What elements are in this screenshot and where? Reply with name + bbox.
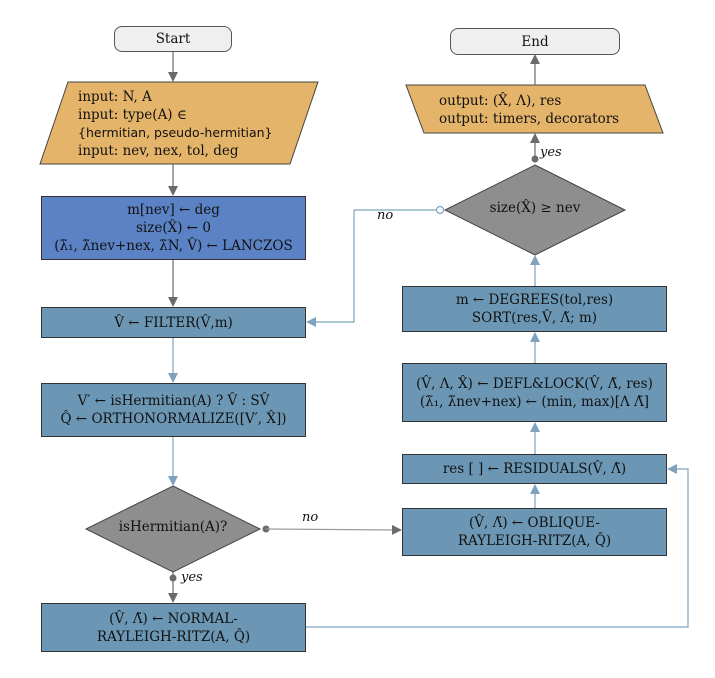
edge-decision-no [265,524,402,535]
init-line-3: (λ̃₁, λ̃nev+nex, λ̃N, V̂) ← LANCZOS [54,238,293,254]
normal-line-1: (V̂, Λ̃) ← NORMAL- [109,610,238,627]
defl-lock-node: (V̂, Λ, X̂) ← DEFL&LOCK(V̂, Λ̃, res) (λ̃… [402,363,667,422]
decision-size-label: size(X̂) ≥ nev [489,200,581,216]
normal-line-2: RAYLEIGH-RITZ(A, Q̂) [96,628,251,645]
edge-size-no [306,209,436,327]
ortho-line-2: Q̂ ← ORTHONORMALIZE([V′, X̂]) [60,411,287,427]
end-label: End [521,33,549,50]
degrees-sort-node: m ← DEGREES(tol,res) SORT(res,V̂, Λ̃; m) [402,286,667,332]
oblique-line-1: (V̂, Λ̃) ← OBLIQUE- [469,515,600,531]
oblique-line-2: RAYLEIGH-RITZ(A, Q̂) [457,533,612,549]
size-yes-label: yes [540,145,562,160]
end-node: End [450,28,620,55]
defl-line-1: (V̂, Λ, X̂) ← DEFL&LOCK(V̂, Λ̃, res) [416,375,653,392]
filter-node: V̂ ← FILTER(V̂,m) [41,307,306,338]
input-line-4: input: nev, nex, tol, deg [78,143,239,159]
degrees-line-1: m ← DEGREES(tol,res) [455,292,614,308]
oblique-rayleigh-ritz-node: (V̂, Λ̃) ← OBLIQUE- RAYLEIGH-RITZ(A, Q̂) [402,508,667,556]
init-line-1: m[nev] ← deg [127,202,220,218]
residuals-label: res [ ] ← RESIDUALS(V̂, Λ̃) [442,461,627,477]
input-node: input: N, A input: type(A) ∈ {hermitian,… [40,84,318,164]
input-shape [39,81,319,165]
start-node: Start [114,26,232,52]
degrees-line-2: SORT(res,V̂, Λ̃; m) [471,310,598,326]
hermitian-no-label: no [302,510,319,525]
normal-rayleigh-ritz-node: (V̂, Λ̃) ← NORMAL- RAYLEIGH-RITZ(A, Q̂) [41,603,306,652]
output-node: output: (X̂, Λ), res output: timers, dec… [424,87,654,133]
input-line-2: input: type(A) ∈ [78,107,187,123]
defl-line-2: (λ̃₁, λ̃nev+nex) ← (min, max)[Λ Λ̃] [419,393,650,410]
filter-label: V̂ ← FILTER(V̂,m) [114,314,233,331]
decision-hermitian-label: isHermitian(A)? [118,519,228,535]
edge-normal-residuals [306,464,689,628]
output-line-1: output: (X̂, Λ), res [439,93,562,109]
init-line-2: size(X̂) ← 0 [136,220,211,236]
ortho-line-1: V′ ← isHermitian(A) ? V̂ : SV̂ [77,393,270,409]
hermitian-yes-label: yes [181,570,203,585]
start-label: Start [155,31,191,47]
lanczos-init-node: m[nev] ← deg size(X̂) ← 0 (λ̃₁, λ̃nev+ne… [41,196,306,260]
output-shape [405,84,664,134]
size-no-label: no [377,208,394,223]
output-line-2: output: timers, decorators [439,111,620,127]
input-line-1: input: N, A [78,89,152,105]
orthonormalize-node: V′ ← isHermitian(A) ? V̂ : SV̂ Q̂ ← ORTH… [41,383,306,437]
input-line-3: {hermitian, pseudo-hermitian} [78,125,273,140]
residuals-node: res [ ] ← RESIDUALS(V̂, Λ̃) [402,454,667,484]
